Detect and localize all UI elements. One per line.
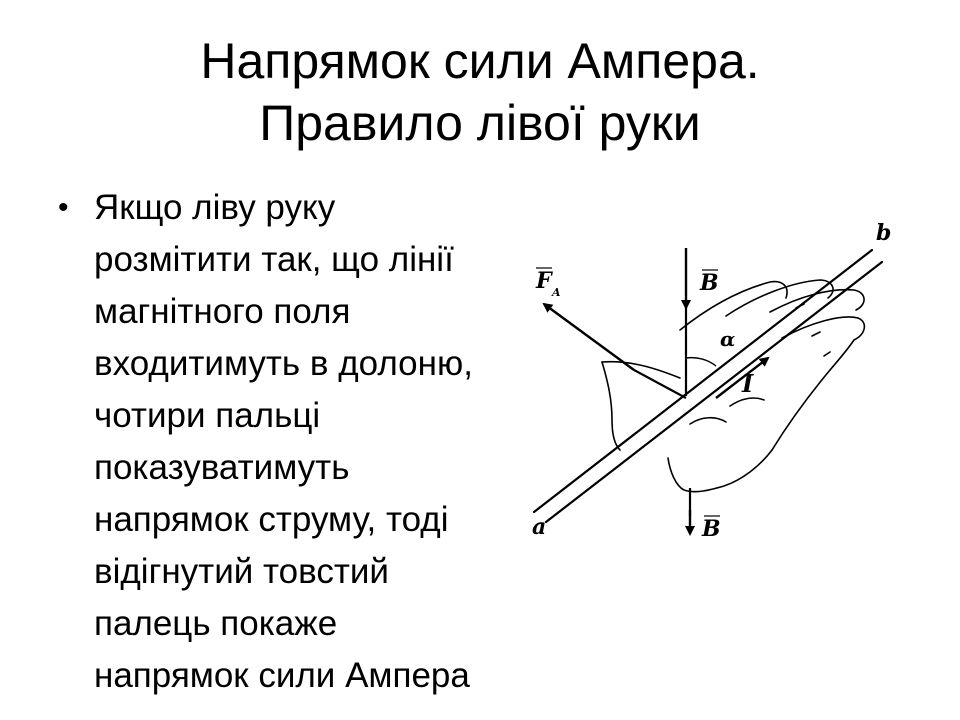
angle-arc: [685, 356, 717, 367]
bullet-text: Якщо ліву руку розмітити так, що лінії м…: [94, 182, 473, 702]
current-arrow: [715, 356, 770, 399]
angle-label: α: [720, 327, 735, 351]
bullet-line: магнітного поля: [94, 292, 351, 331]
bullet-dot-icon: •: [58, 191, 69, 224]
bullet-line: напрямок струму, тоді: [94, 500, 449, 539]
bullet-line: відігнутий товстий: [94, 552, 389, 591]
hand-outline: [601, 279, 866, 493]
bullet-line: показуватимуть: [94, 448, 350, 487]
field-bottom-label: B: [701, 516, 721, 542]
wire-end-b-label: b: [876, 220, 891, 246]
bullet-item: • Якщо ліву руку розмітити так, що лінії…: [58, 182, 473, 702]
bullet-line: розмітити так, що лінії: [94, 240, 454, 279]
bullet-line: напрямок сили Ампера: [94, 656, 470, 695]
bullet-line: палець покаже: [94, 604, 338, 643]
bullet-line: чотири пальці: [94, 396, 321, 435]
slide-title: Напрямок сили Ампера. Правило лівої руки: [0, 30, 960, 154]
diagram-svg: F A B B I α a b: [532, 220, 891, 542]
bullet-line: Якщо ліву руку: [94, 188, 336, 227]
force-label: F: [535, 268, 553, 294]
wire-end-a-label: a: [532, 514, 546, 540]
bullet-list: • Якщо ліву руку розмітити так, що лінії…: [58, 182, 473, 702]
conductor-wire: [532, 248, 884, 524]
title-line-2: Правило лівої руки: [259, 95, 701, 151]
force-subscript-label: A: [551, 286, 561, 299]
force-arrow: [542, 302, 635, 371]
field-top-label: B: [699, 270, 719, 296]
force-line: [633, 369, 687, 399]
title-line-1: Напрямок сили Ампера.: [200, 33, 760, 89]
bullet-line: входитимуть в долоню,: [94, 344, 473, 383]
current-label: I: [741, 369, 754, 398]
left-hand-rule-diagram: F A B B I α a b: [520, 210, 920, 550]
